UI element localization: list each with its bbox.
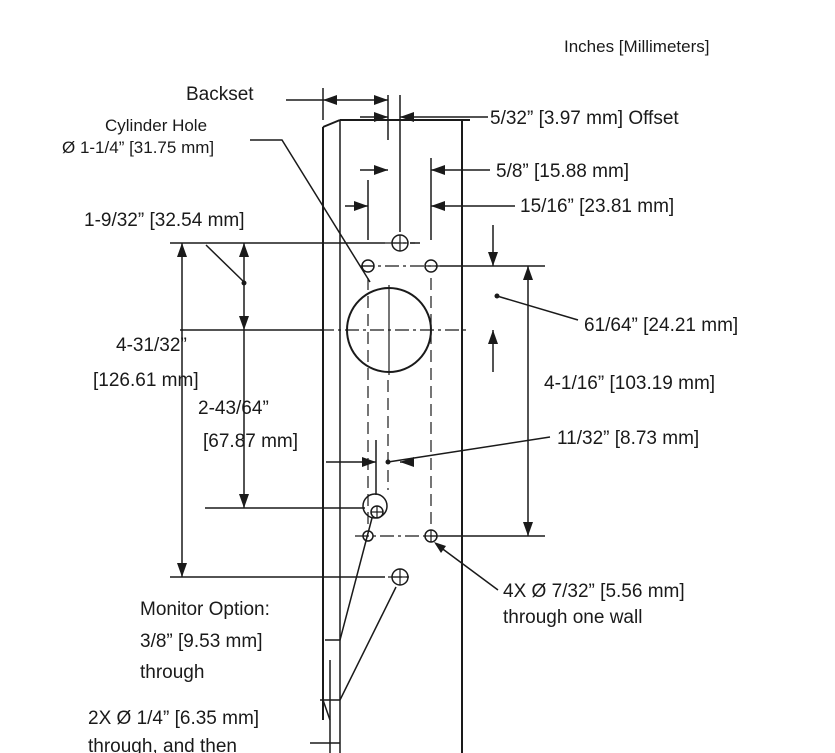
center-lines [320,95,470,578]
dim-4-1-16-label: 4-1/16” [103.19 mm] [544,373,715,394]
four-x-hole-label: 4X Ø 7/32” [5.56 mm] [503,581,685,602]
dim-11-32-label: 11/32” [8.73 mm] [557,428,699,449]
dim-4-31-32-label: 4-31/32” [116,335,187,356]
cylinder-hole-label: Cylinder Hole [105,116,207,135]
dim-15-16-label: 15/16” [23.81 mm] [520,196,674,217]
two-x-hole-note: through, and then [88,736,237,753]
dimension-lines [170,88,579,744]
monitor-option-size: 3/8” [9.53 mm] [140,631,263,652]
monitor-option-note: through [140,662,204,683]
holes [346,234,438,586]
annotations: Inches [Millimeters] Backset Cylinder Ho… [62,37,738,753]
four-x-hole-note: through one wall [503,607,642,628]
two-x-hole-label: 2X Ø 1/4” [6.35 mm] [88,708,259,729]
cylinder-hole-size: Ø 1-1/4” [31.75 mm] [62,138,214,157]
dim-61-64-label: 61/64” [24.21 mm] [584,315,738,336]
part-outline [322,119,470,753]
monitor-option-label: Monitor Option: [140,599,270,620]
dim-1-9-32-label: 1-9/32” [32.54 mm] [84,210,245,231]
dim-2-43-64-mm: [67.87 mm] [203,431,298,452]
dim-5-8-label: 5/8” [15.88 mm] [496,161,629,182]
backset-label: Backset [186,84,254,105]
dim-4-31-32-mm: [126.61 mm] [93,370,199,391]
offset-dim-label: 5/32” [3.97 mm] Offset [490,108,679,129]
dim-2-43-64-label: 2-43/64” [198,398,269,419]
units-note: Inches [Millimeters] [564,37,709,56]
